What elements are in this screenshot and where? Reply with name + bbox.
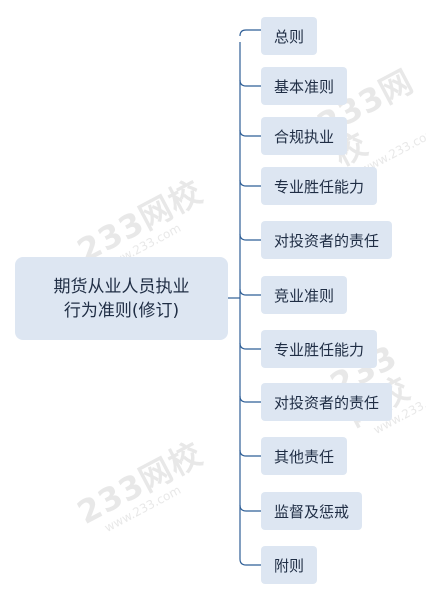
topic-label: 专业胜任能力 [274,340,365,359]
topic-node-non-compete[interactable]: 竞业准则 [261,276,348,314]
topic-node-compliance[interactable]: 合规执业 [261,117,348,155]
topic-node-general-provisions[interactable]: 总则 [261,17,318,55]
topic-node-basic-principles[interactable]: 基本准则 [261,67,348,105]
root-topic-line-2: 行为准则(修订) [63,300,180,321]
branch-connector [239,395,261,403]
branch-connector [239,558,261,566]
topic-label: 基本准则 [274,77,335,96]
topic-node-supplementary-provisions[interactable]: 附则 [261,546,318,584]
topic-node-investor-responsibility[interactable]: 对投资者的责任 [261,221,393,259]
topic-node-investor-responsibility-2[interactable]: 对投资者的责任 [261,383,393,421]
root-topic-line-1: 期货从业人员执业 [53,276,190,297]
branch-connector [239,79,261,87]
topic-node-professional-competence-2[interactable]: 专业胜任能力 [261,330,378,368]
branch-connector [239,29,261,37]
topic-label: 总则 [274,27,305,46]
branch-connector [239,504,261,512]
topic-node-professional-competence[interactable]: 专业胜任能力 [261,167,378,205]
topic-node-other-responsibilities[interactable]: 其他责任 [261,437,348,475]
topic-label: 对投资者的责任 [274,393,380,412]
topic-label: 监督及惩戒 [274,502,350,521]
branch-connector [239,449,261,457]
branch-connector [239,342,261,350]
topic-node-supervision-discipline[interactable]: 监督及惩戒 [261,492,363,530]
topic-label: 附则 [274,556,305,575]
topic-label: 专业胜任能力 [274,177,365,196]
root-topic-node[interactable]: 期货从业人员执业 行为准则(修订) [15,257,228,340]
topic-label: 合规执业 [274,127,335,146]
topic-label: 竞业准则 [274,286,335,305]
branch-connector [239,233,261,241]
topic-label: 对投资者的责任 [274,231,380,250]
branch-connector [239,179,261,187]
branch-connector [239,288,261,296]
branch-connector [239,129,261,137]
topic-label: 其他责任 [274,447,335,466]
